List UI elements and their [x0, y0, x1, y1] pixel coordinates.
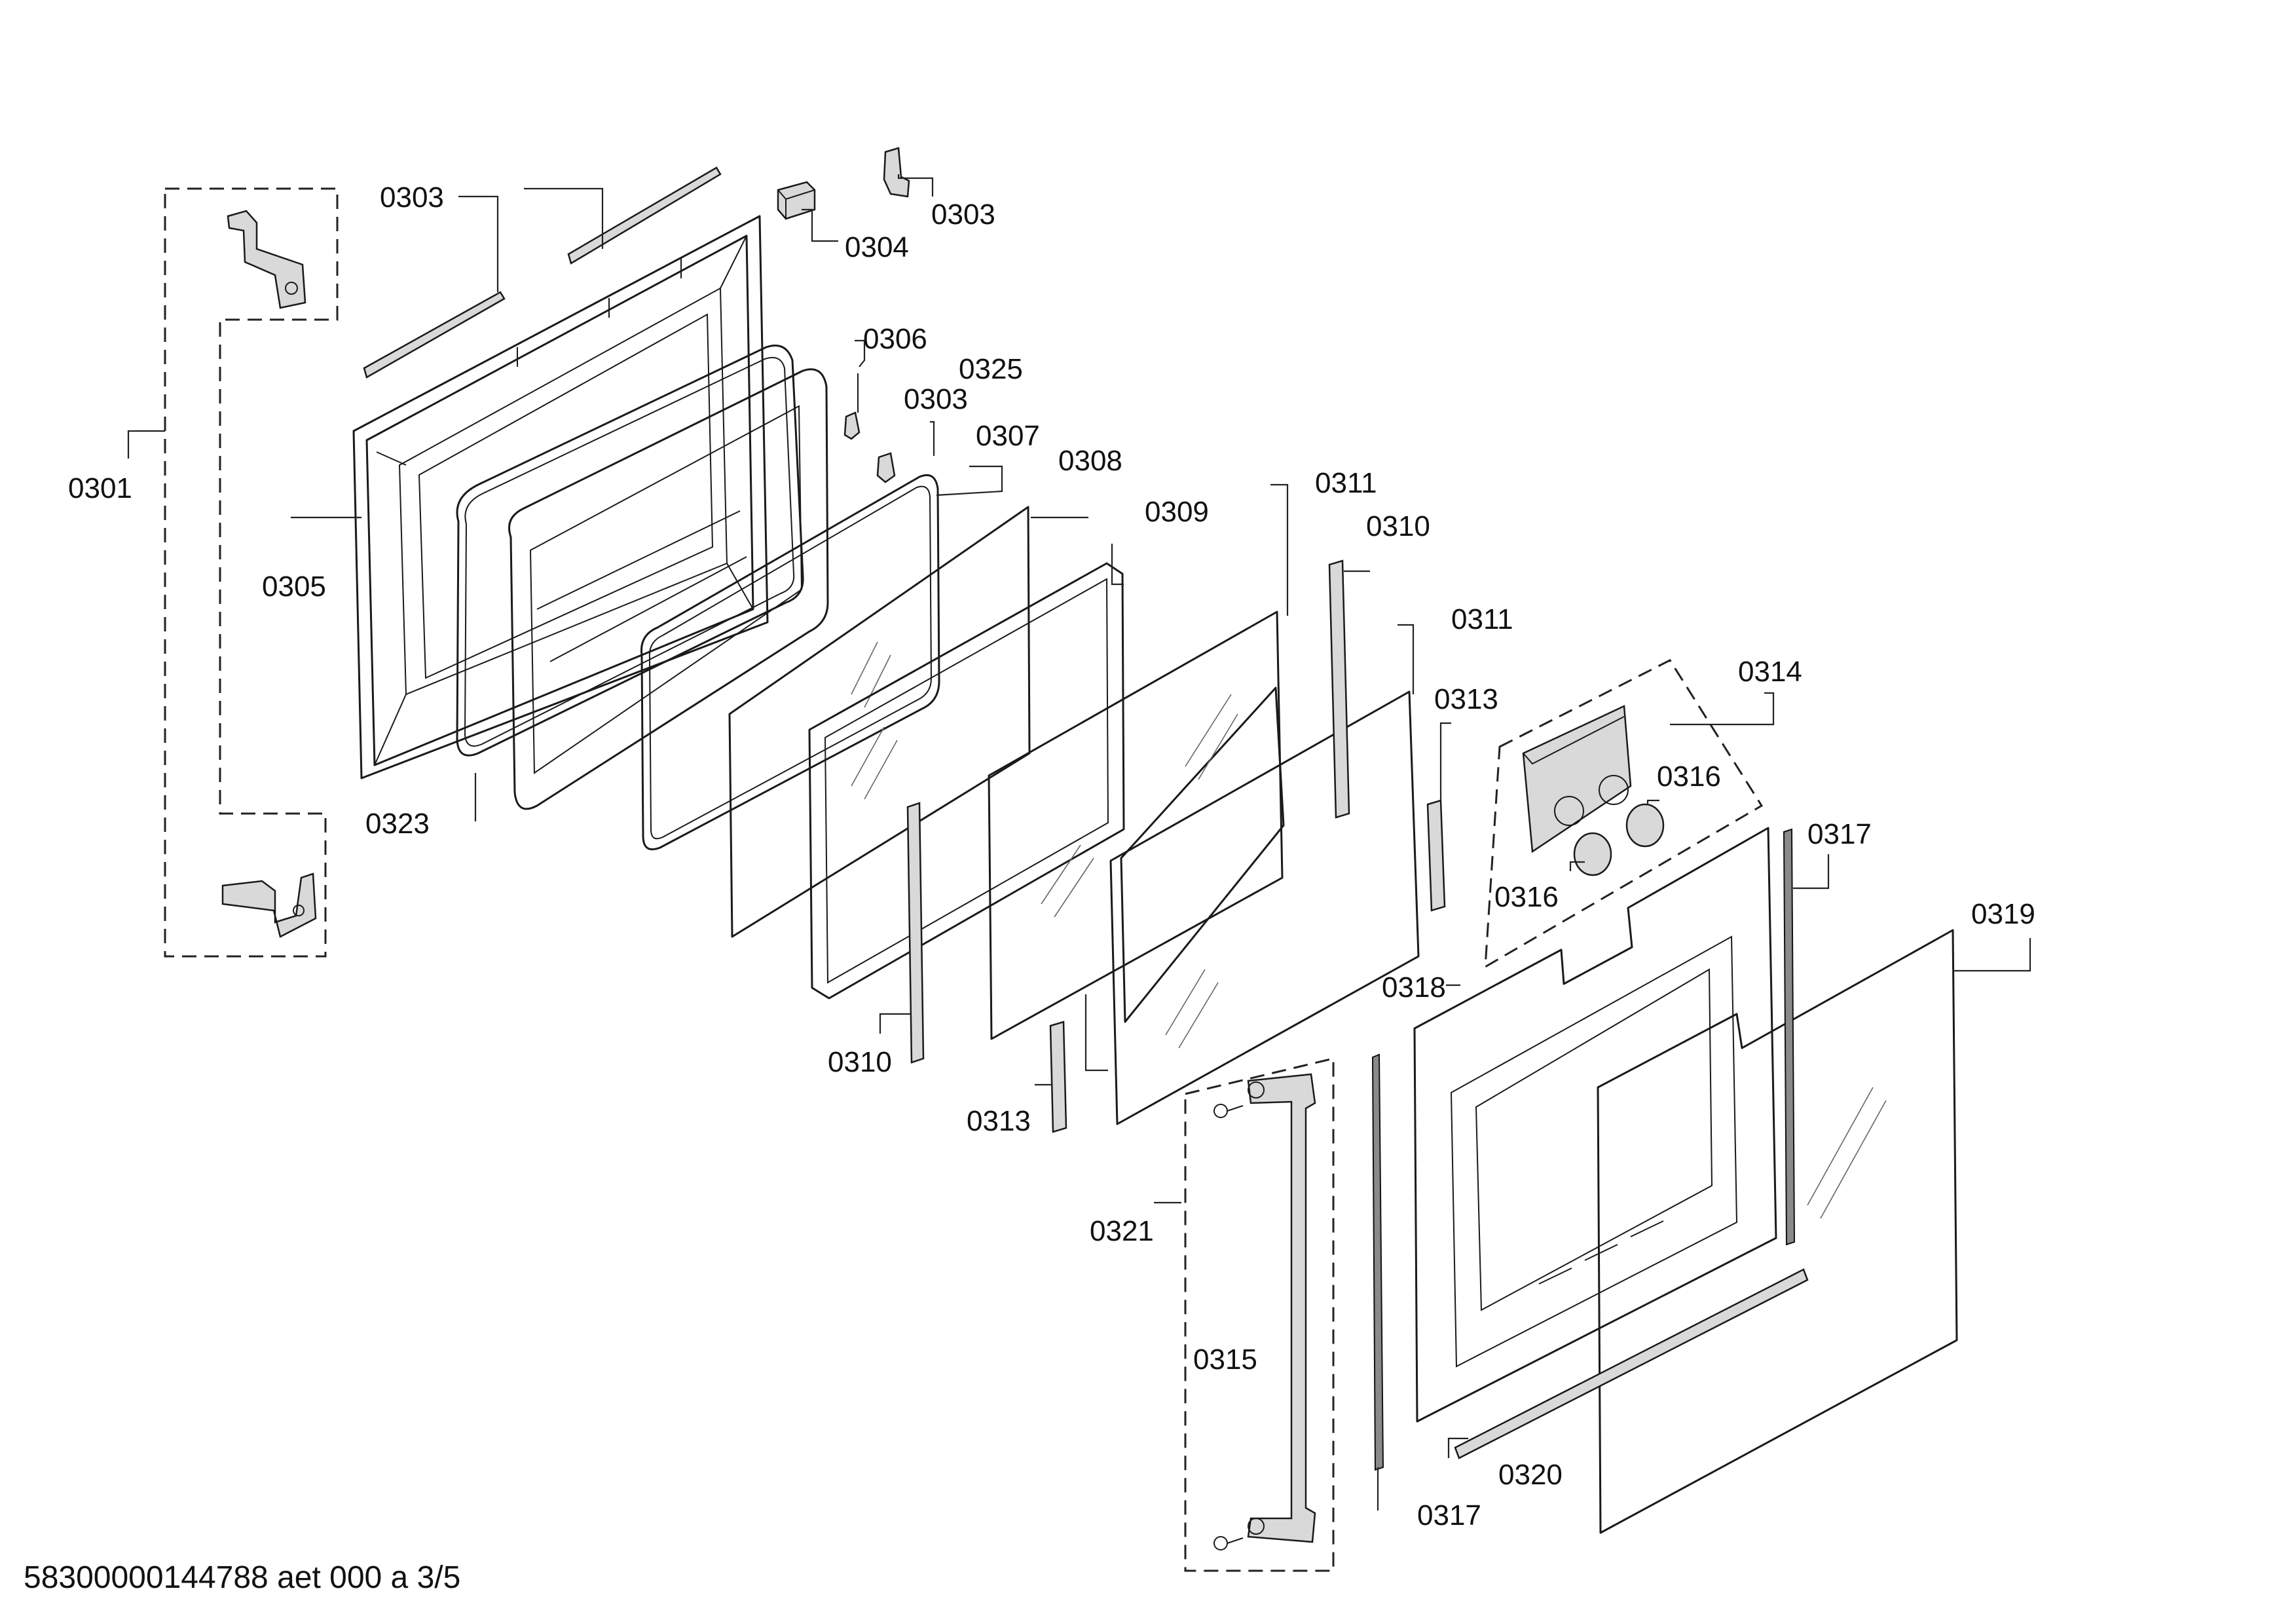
callout-0317-high: 0317 — [1807, 818, 1872, 850]
callout-0316-upper: 0316 — [1657, 760, 1721, 793]
callout-0309: 0309 — [1145, 496, 1209, 528]
callout-0323: 0323 — [365, 808, 430, 840]
glass-seal — [640, 474, 940, 851]
clip-0325 — [843, 411, 861, 440]
callout-0317-low: 0317 — [1417, 1499, 1481, 1531]
callout-0304: 0304 — [845, 231, 909, 263]
callout-0311-lower: 0311 — [1451, 603, 1513, 635]
callout-0314: 0314 — [1738, 656, 1802, 688]
callout-0319: 0319 — [1971, 898, 2035, 930]
callout-0303-mid: 0303 — [904, 383, 968, 415]
hinge-bracket-bottom — [221, 873, 317, 938]
bottom-rail — [1454, 1268, 1809, 1459]
glass-pane-0308 — [728, 506, 1031, 938]
callout-0310-high: 0310 — [1366, 510, 1430, 542]
callout-0313-high: 0313 — [1434, 683, 1498, 715]
callout-labels: 0301 0303 0303 0303 0304 0305 0306 0307 … — [68, 181, 2035, 1531]
callout-0316-lower: 0316 — [1494, 881, 1559, 913]
hinge-bracket-top — [227, 210, 306, 309]
clip-0303-mid — [876, 452, 896, 483]
door-gasket — [456, 345, 804, 757]
handle-screws — [1213, 1104, 1244, 1550]
callout-0313-low: 0313 — [967, 1105, 1031, 1137]
spacer-strip-0313-high — [1426, 799, 1446, 912]
document-code: 58300000144788 aet 000 a 3/5 — [24, 1560, 460, 1595]
clip-0303-top — [883, 147, 910, 198]
door-handle — [1247, 1073, 1316, 1543]
callout-0318: 0318 — [1382, 971, 1446, 1004]
callout-0321: 0321 — [1090, 1215, 1154, 1247]
inner-door-frame — [352, 215, 769, 779]
outer-door-frame — [1413, 827, 1777, 1423]
trim-strip-top — [567, 166, 722, 265]
callout-0325: 0325 — [959, 353, 1023, 385]
control-knob-1 — [1573, 832, 1612, 876]
callout-0320: 0320 — [1498, 1459, 1563, 1491]
control-module — [1522, 705, 1632, 854]
outer-glass-panel — [1597, 929, 1958, 1534]
callout-0307: 0307 — [976, 420, 1040, 452]
leader-lines — [127, 174, 2031, 1511]
spacer-strip-0310-high — [1328, 559, 1350, 819]
callout-0303-top: 0303 — [931, 198, 995, 231]
callout-0301: 0301 — [68, 472, 132, 504]
glass-pane-0311-lower — [1109, 690, 1420, 1125]
hinge-group-box — [164, 187, 339, 958]
callout-0310-low: 0310 — [828, 1046, 892, 1078]
callout-0306: 0306 — [863, 323, 927, 355]
glass-pane-middle — [988, 610, 1284, 1040]
callout-0303-left: 0303 — [380, 181, 444, 214]
side-strip-0317-low — [1371, 1053, 1384, 1471]
inner-metal-frame — [508, 368, 829, 810]
callout-0311-upper: 0311 — [1315, 467, 1377, 499]
glass-frame-0309 — [808, 562, 1125, 1000]
spacer-strip-0310-low — [906, 802, 925, 1064]
control-knob-2 — [1625, 803, 1665, 848]
control-module-box — [1484, 659, 1764, 969]
callout-0305: 0305 — [262, 571, 326, 603]
parts-drawing — [164, 147, 1958, 1572]
side-strip-0317-high — [1783, 828, 1796, 1246]
clip-0304 — [777, 181, 816, 220]
handle-group-box — [1184, 1057, 1335, 1572]
callout-0308: 0308 — [1058, 445, 1122, 477]
trim-strip-left — [363, 291, 506, 379]
spacer-strip-0313-low — [1049, 1021, 1067, 1133]
callout-0315: 0315 — [1193, 1343, 1257, 1376]
glass-pane-0311-upper — [1120, 686, 1285, 1023]
